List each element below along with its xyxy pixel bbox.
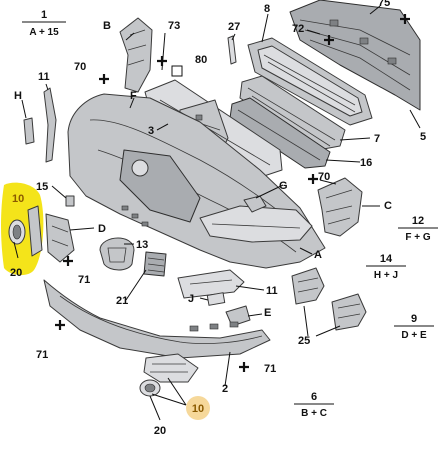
label-G: G: [279, 180, 288, 192]
upper-grille-frame: [247, 37, 373, 126]
label-10-lower: 10: [192, 403, 204, 415]
lower-grille-7: [239, 75, 346, 151]
fog-lamp-bezel: [143, 353, 199, 383]
label-8: 8: [264, 3, 270, 15]
clip-G: [243, 195, 267, 213]
label-9: 9: [411, 313, 417, 325]
clip-H: [23, 117, 35, 145]
label-F: F: [130, 90, 137, 102]
label-75: 75: [378, 0, 390, 9]
fog-lamp-ring-lower: [139, 379, 161, 397]
sensor-bracket-25b: [331, 293, 367, 331]
clip-15: [65, 195, 75, 207]
fog-lamp-ring-left: [8, 205, 43, 257]
side-bracket-left: [119, 17, 153, 93]
label-group-hj: H + J: [374, 270, 398, 281]
label-71-a: 71: [78, 274, 90, 286]
label-J: J: [188, 293, 194, 305]
label-71-b: 71: [36, 349, 48, 361]
label-70b: 70: [318, 171, 330, 183]
label-14: 14: [380, 253, 393, 265]
label-21: 21: [116, 295, 128, 307]
label-B: B: [103, 20, 111, 32]
leader-lines: [13, 5, 421, 421]
bracket-D: [45, 213, 75, 263]
cross-markers: [55, 14, 410, 372]
label-80: 80: [195, 54, 207, 66]
label-10-left: 10: [12, 193, 24, 205]
bumper-cover: [67, 93, 326, 269]
trim-11-upper: [43, 87, 57, 163]
label-15: 15: [36, 181, 48, 193]
label-5: 5: [420, 131, 426, 143]
clip-80: [171, 65, 183, 77]
trim-strip-27: [227, 35, 237, 65]
upper-absorber-beam: [289, 0, 421, 111]
label-7: 7: [374, 133, 380, 145]
label-12: 12: [412, 215, 424, 227]
label-11-upper: 11: [38, 71, 50, 83]
label-25: 25: [298, 335, 310, 347]
lower-spoiler: [43, 279, 271, 359]
label-group-a15: A + 15: [29, 27, 59, 38]
label-1: 1: [41, 9, 47, 21]
label-3: 3: [148, 125, 154, 137]
label-C: C: [384, 200, 392, 212]
label-H: H: [14, 90, 22, 102]
label-71-c: 71: [264, 363, 276, 375]
label-6: 6: [311, 391, 317, 403]
label-A: A: [314, 249, 322, 261]
side-bracket-right: [317, 177, 363, 237]
label-2: 2: [222, 383, 228, 395]
bracket-E: [225, 305, 251, 327]
label-73: 73: [168, 20, 180, 32]
label-group-de: D + E: [401, 330, 427, 341]
grille-insert-21: [143, 251, 167, 277]
label-70a: 70: [74, 61, 86, 73]
clip-J: [206, 292, 226, 306]
label-20-left: 20: [10, 267, 22, 279]
label-13: 13: [136, 239, 148, 251]
label-11-lower: 11: [266, 285, 278, 297]
label-20-lower: 20: [154, 425, 166, 437]
fog-trim-11-lower: [177, 269, 245, 299]
label-D: D: [98, 223, 106, 235]
label-E: E: [264, 307, 271, 319]
label-group-fg: F + G: [405, 232, 431, 243]
emblem: [99, 237, 135, 271]
sensor-bracket-25a: [291, 267, 325, 305]
label-72: 72: [292, 23, 304, 35]
label-27: 27: [228, 21, 240, 33]
highlight-callout-10: [186, 396, 210, 420]
label-group-bc: B + C: [301, 408, 327, 419]
label-16: 16: [360, 157, 372, 169]
